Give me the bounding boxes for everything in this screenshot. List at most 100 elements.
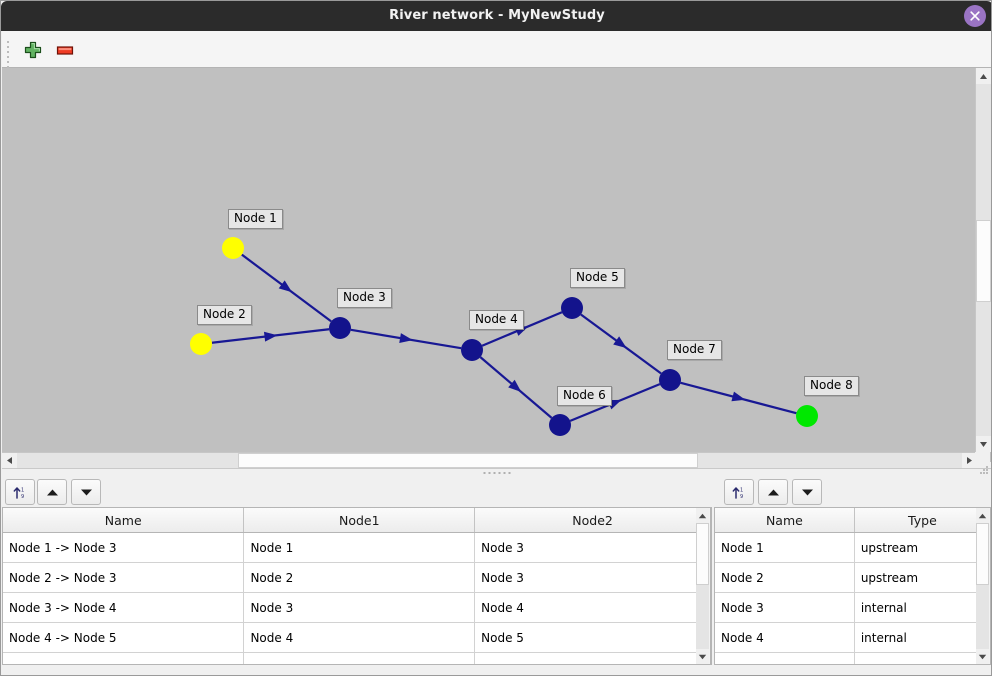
table-row-empty[interactable] — [715, 652, 991, 664]
graph-vscroll-thumb[interactable] — [976, 220, 991, 302]
table-cell[interactable]: Node 1 — [243, 532, 476, 563]
close-button[interactable] — [964, 5, 986, 27]
table-cell[interactable]: internal — [854, 622, 991, 653]
nodes-scroll-down-button[interactable] — [976, 649, 989, 664]
graph-node[interactable] — [461, 339, 483, 361]
graph-node[interactable] — [561, 297, 583, 319]
table-cell[interactable]: Node 3 -> Node 4 — [3, 592, 245, 623]
graph-node[interactable] — [796, 405, 818, 427]
table-cell[interactable]: Node 2 — [243, 562, 476, 593]
edge-arrowhead-icon — [263, 331, 278, 342]
graph-node-label[interactable]: Node 3 — [337, 288, 392, 308]
nodes-sort-button[interactable]: 1 9 — [724, 479, 754, 505]
table-cell[interactable] — [3, 652, 245, 664]
graph-hscroll-thumb[interactable] — [238, 453, 698, 468]
graph-node-label[interactable]: Node 7 — [667, 340, 722, 360]
column-header[interactable]: Name — [715, 508, 855, 533]
panel-splitter[interactable] — [2, 468, 991, 478]
graph-node[interactable] — [329, 317, 351, 339]
graph-horizontal-scrollbar[interactable] — [2, 452, 977, 468]
add-node-button[interactable] — [20, 37, 46, 63]
graph-scroll-up-button[interactable] — [976, 68, 991, 84]
nodes-vertical-scrollbar[interactable] — [976, 507, 991, 665]
graph-vertical-scrollbar[interactable] — [975, 68, 991, 452]
table-cell[interactable]: internal — [854, 592, 991, 623]
delete-node-button[interactable] — [52, 37, 78, 63]
table-cell[interactable]: Node 4 — [474, 592, 711, 623]
table-cell[interactable]: Node 1 -> Node 3 — [3, 532, 245, 563]
table-cell[interactable]: Node 4 — [243, 622, 476, 653]
reaches-sort-button[interactable]: 1 9 — [5, 479, 35, 505]
graph-node-label[interactable]: Node 5 — [570, 268, 625, 288]
graph-node-label[interactable]: Node 8 — [804, 376, 859, 396]
table-cell[interactable]: Node 1 — [715, 532, 855, 563]
column-header[interactable]: Name — [3, 508, 245, 533]
table-cell[interactable]: Node 5 — [474, 622, 711, 653]
graph-node[interactable] — [659, 369, 681, 391]
graph-node[interactable] — [190, 333, 212, 355]
graph-node-label[interactable]: Node 1 — [228, 209, 283, 229]
reaches-vertical-scrollbar[interactable] — [696, 507, 711, 665]
chevron-left-icon — [7, 457, 12, 464]
table-cell[interactable]: upstream — [854, 562, 991, 593]
table-cell[interactable]: Node 2 — [715, 562, 855, 593]
table-cell[interactable]: Node 4 -> Node 5 — [3, 622, 245, 653]
toolbar-grip[interactable] — [6, 38, 11, 68]
table-row-empty[interactable] — [3, 652, 711, 664]
nodes-scroll-up-button[interactable] — [976, 508, 989, 523]
graph-node-label[interactable]: Node 2 — [197, 305, 252, 325]
nodes-move-down-button[interactable] — [792, 479, 822, 505]
reaches-move-up-button[interactable] — [37, 479, 67, 505]
table-cell[interactable] — [243, 652, 476, 664]
graph-scroll-down-button[interactable] — [976, 436, 991, 452]
table-cell[interactable]: Node 4 — [715, 622, 855, 653]
table-cell[interactable]: Node 3 — [715, 592, 855, 623]
table-cell[interactable]: Node 3 — [474, 532, 711, 563]
move-down-icon — [80, 489, 92, 495]
chevron-down-icon — [698, 654, 707, 659]
nodes-vscroll-thumb[interactable] — [976, 523, 989, 585]
column-header[interactable]: Type — [854, 508, 991, 533]
column-header[interactable]: Node1 — [243, 508, 476, 533]
reaches-scroll-down-button[interactable] — [696, 649, 709, 664]
network-graph-panel[interactable]: Node 1 Node 2 Node 3 Node 4 Node 5 Node 6 Node… — [2, 68, 992, 462]
reaches-scroll-up-button[interactable] — [696, 508, 709, 523]
close-icon — [970, 11, 980, 21]
column-header[interactable]: Node2 — [474, 508, 711, 533]
reaches-move-down-button[interactable] — [71, 479, 101, 505]
table-cell[interactable]: upstream — [854, 532, 991, 563]
graph-scroll-right-button[interactable] — [962, 453, 977, 468]
nodes-move-up-button[interactable] — [758, 479, 788, 505]
graph-node-label[interactable]: Node 4 — [469, 310, 524, 330]
table-cell[interactable]: Node 3 — [474, 562, 711, 593]
table-cell[interactable]: Node 2 -> Node 3 — [3, 562, 245, 593]
splitter-grip-dots — [483, 472, 511, 474]
graph-node[interactable] — [222, 237, 244, 259]
reaches-vscroll-thumb[interactable] — [696, 523, 709, 585]
table-cell[interactable] — [474, 652, 711, 664]
graph-node-label[interactable]: Node 6 — [557, 386, 612, 406]
graph-node[interactable] — [549, 414, 571, 436]
sort-icon: 1 9 — [13, 486, 24, 500]
table-cell[interactable] — [715, 652, 855, 664]
window-resize-grip[interactable] — [980, 466, 989, 475]
table-cell[interactable]: Node 3 — [243, 592, 476, 623]
table-cell[interactable] — [854, 652, 991, 664]
graph-scroll-left-button[interactable] — [2, 453, 17, 468]
network-graph-canvas[interactable] — [2, 68, 992, 462]
